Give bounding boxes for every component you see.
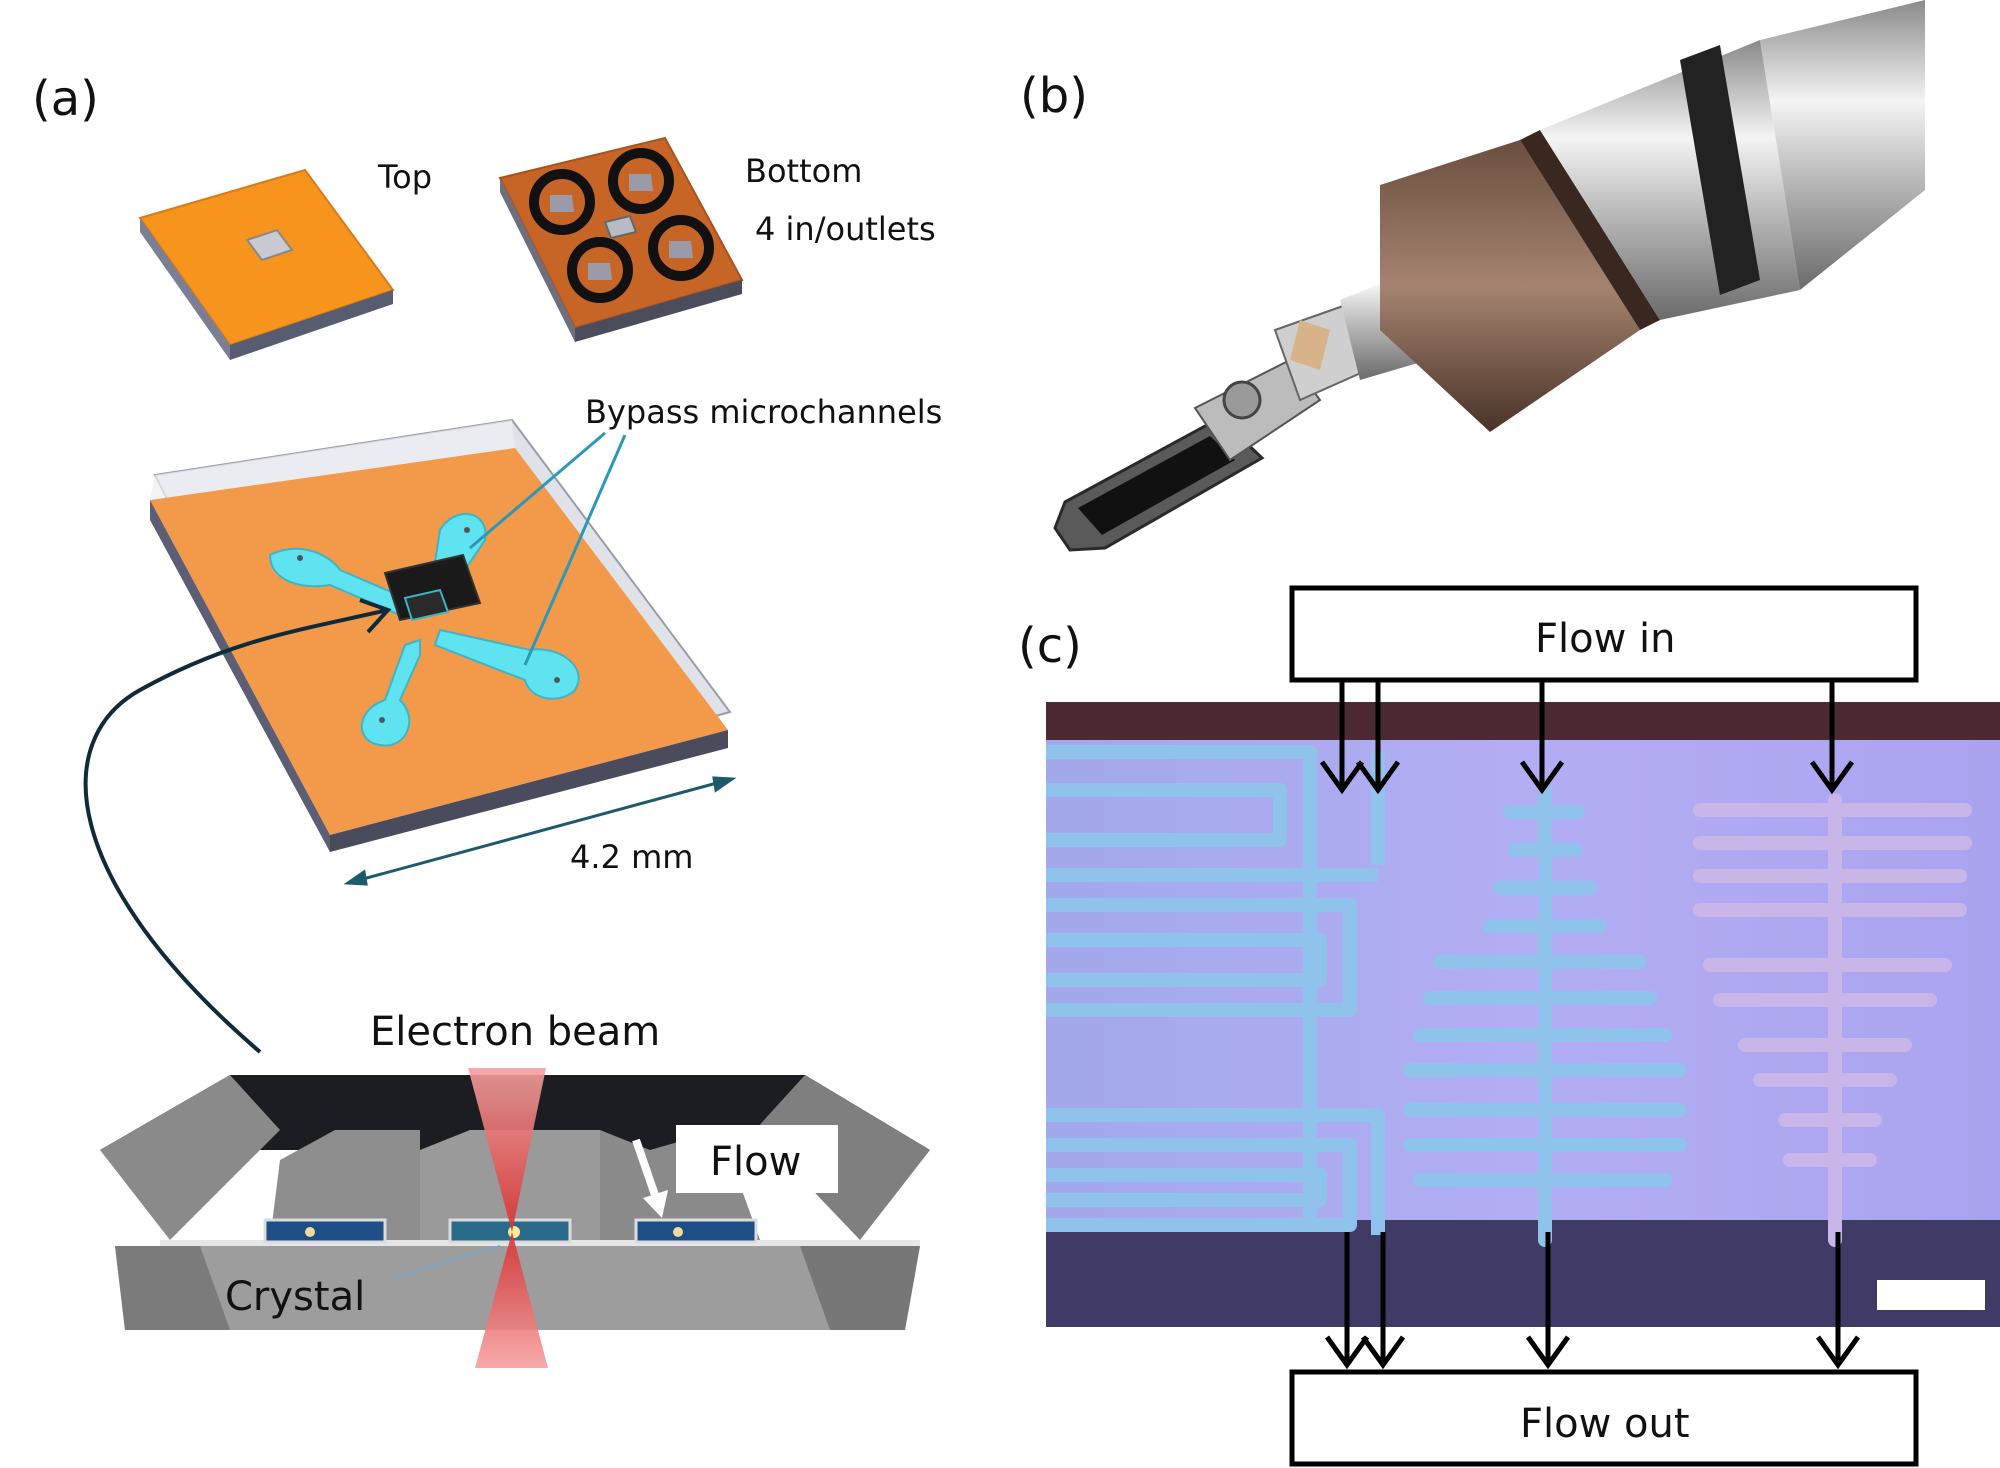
beam-label: Electron beam [370,1009,660,1055]
flow-box [676,1125,838,1193]
flow-in-label: Flow in [1535,616,1676,662]
bottom-chip [498,136,744,342]
curved-arrow-head-icon [359,598,392,634]
flow-in-box [1289,585,1919,683]
top-chip [138,168,395,360]
top-window-icon [245,228,294,262]
tree-channel-2 [1693,793,1972,1247]
dimension-arrow [343,776,737,886]
screw-icon-1 [1222,380,1262,420]
flow-label: Flow [710,1139,801,1185]
microscope-image [1046,702,2000,1327]
top-label: Top [377,158,432,196]
flow-out-label: Flow out [1520,1401,1690,1447]
electron-beam-lower [475,1232,548,1368]
band-ring [1680,45,1760,295]
bottom-window-icon [603,214,638,240]
panel-b-label: (b) [1020,68,1088,124]
panel-b: (b) [1020,0,1925,552]
microchip-large [150,418,732,852]
bottom-label: Bottom [745,152,862,190]
bypass-channels [268,513,580,747]
channel-right [634,1218,758,1244]
panel-c-label: (c) [1018,618,1082,674]
dimension-label: 4.2 mm [570,838,693,876]
flow-out-box [1289,1369,1919,1467]
flow-arrow-icon [643,1190,668,1218]
panel-a-label: (a) [32,71,99,127]
bypass-label: Bypass microchannels [585,393,942,431]
flow-in-arrows [1319,680,1855,795]
bypass-pointer-2 [523,434,627,666]
flow-out-arrows [1324,1232,1861,1370]
inlet-ring-4 [648,215,714,281]
bypass-pointer-1 [469,431,606,550]
panel-c: (c) Flow in [1018,585,2000,1467]
curved-pointer-arrow [83,608,389,1054]
flow-arrow-shaft [632,1138,659,1197]
serpentine-channels [1046,745,1385,1235]
holder-tip [1053,0,1925,552]
cross-section: Electron beam [100,1009,930,1368]
crystal-label: Crystal [225,1274,365,1320]
inlet-ring-1 [529,169,595,235]
panel-a: (a) Top [32,71,942,1368]
channel-left [263,1218,387,1244]
inlets-label: 4 in/outlets [755,210,936,248]
inlet-ring-2 [608,148,674,214]
tree-channel-1 [1403,783,1687,1247]
electron-beam-upper [468,1068,546,1232]
inlet-ring-3 [567,237,633,303]
scale-bar [1877,1280,1985,1310]
crystal-pointer [391,1245,501,1279]
